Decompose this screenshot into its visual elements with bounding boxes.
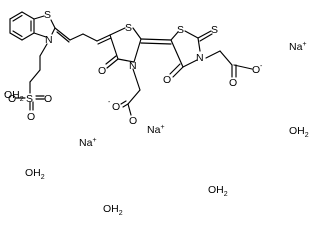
- atom-s-thiazolidine: S: [125, 22, 132, 34]
- atom-o-sulfonate-left: O: [8, 93, 16, 105]
- water-4: OH2: [208, 184, 228, 198]
- atom-o-acetate2-anion: O: [252, 64, 260, 76]
- atom-o-acetate1-anion: O: [129, 115, 137, 127]
- charge-acetate1: -: [108, 99, 111, 106]
- atom-n-rhodanine: N: [196, 52, 204, 64]
- water-1: OH2: [4, 89, 24, 103]
- atom-s-thioxo: S: [211, 24, 218, 36]
- water-5: OH2: [103, 203, 123, 217]
- atom-o-sulfonate-right: O: [44, 93, 52, 105]
- molecule-structure: S N S O O O - S O N O O - S S N O O O - …: [4, 9, 309, 217]
- charge-acetate2: -: [260, 63, 263, 70]
- atom-o-sulfonate-bottom: O: [27, 111, 35, 123]
- atom-n-benzothiazole: N: [45, 34, 53, 46]
- atom-o-thiazolidine-carbonyl: O: [98, 65, 106, 77]
- bond-lines: [9, 11, 253, 116]
- atom-s-benzothiazole: S: [44, 9, 51, 21]
- atom-o-rhodanine-carbonyl: O: [163, 74, 171, 86]
- sodium-ion-3: Na+: [79, 137, 97, 149]
- atom-n-thiazolidine: N: [129, 60, 137, 72]
- atom-o-acetate2-carbonyl: O: [229, 77, 237, 89]
- sodium-ion-2: Na+: [147, 124, 165, 136]
- atom-s-sulfonate: S: [26, 93, 33, 105]
- atom-o-acetate1-carbonyl: O: [112, 101, 120, 113]
- water-2: OH2: [289, 125, 309, 139]
- water-3: OH2: [25, 167, 45, 181]
- atom-s-rhodanine-ring: S: [177, 24, 184, 36]
- sodium-ion-1: Na+: [289, 41, 307, 53]
- charge-sulfonate: -: [4, 91, 7, 98]
